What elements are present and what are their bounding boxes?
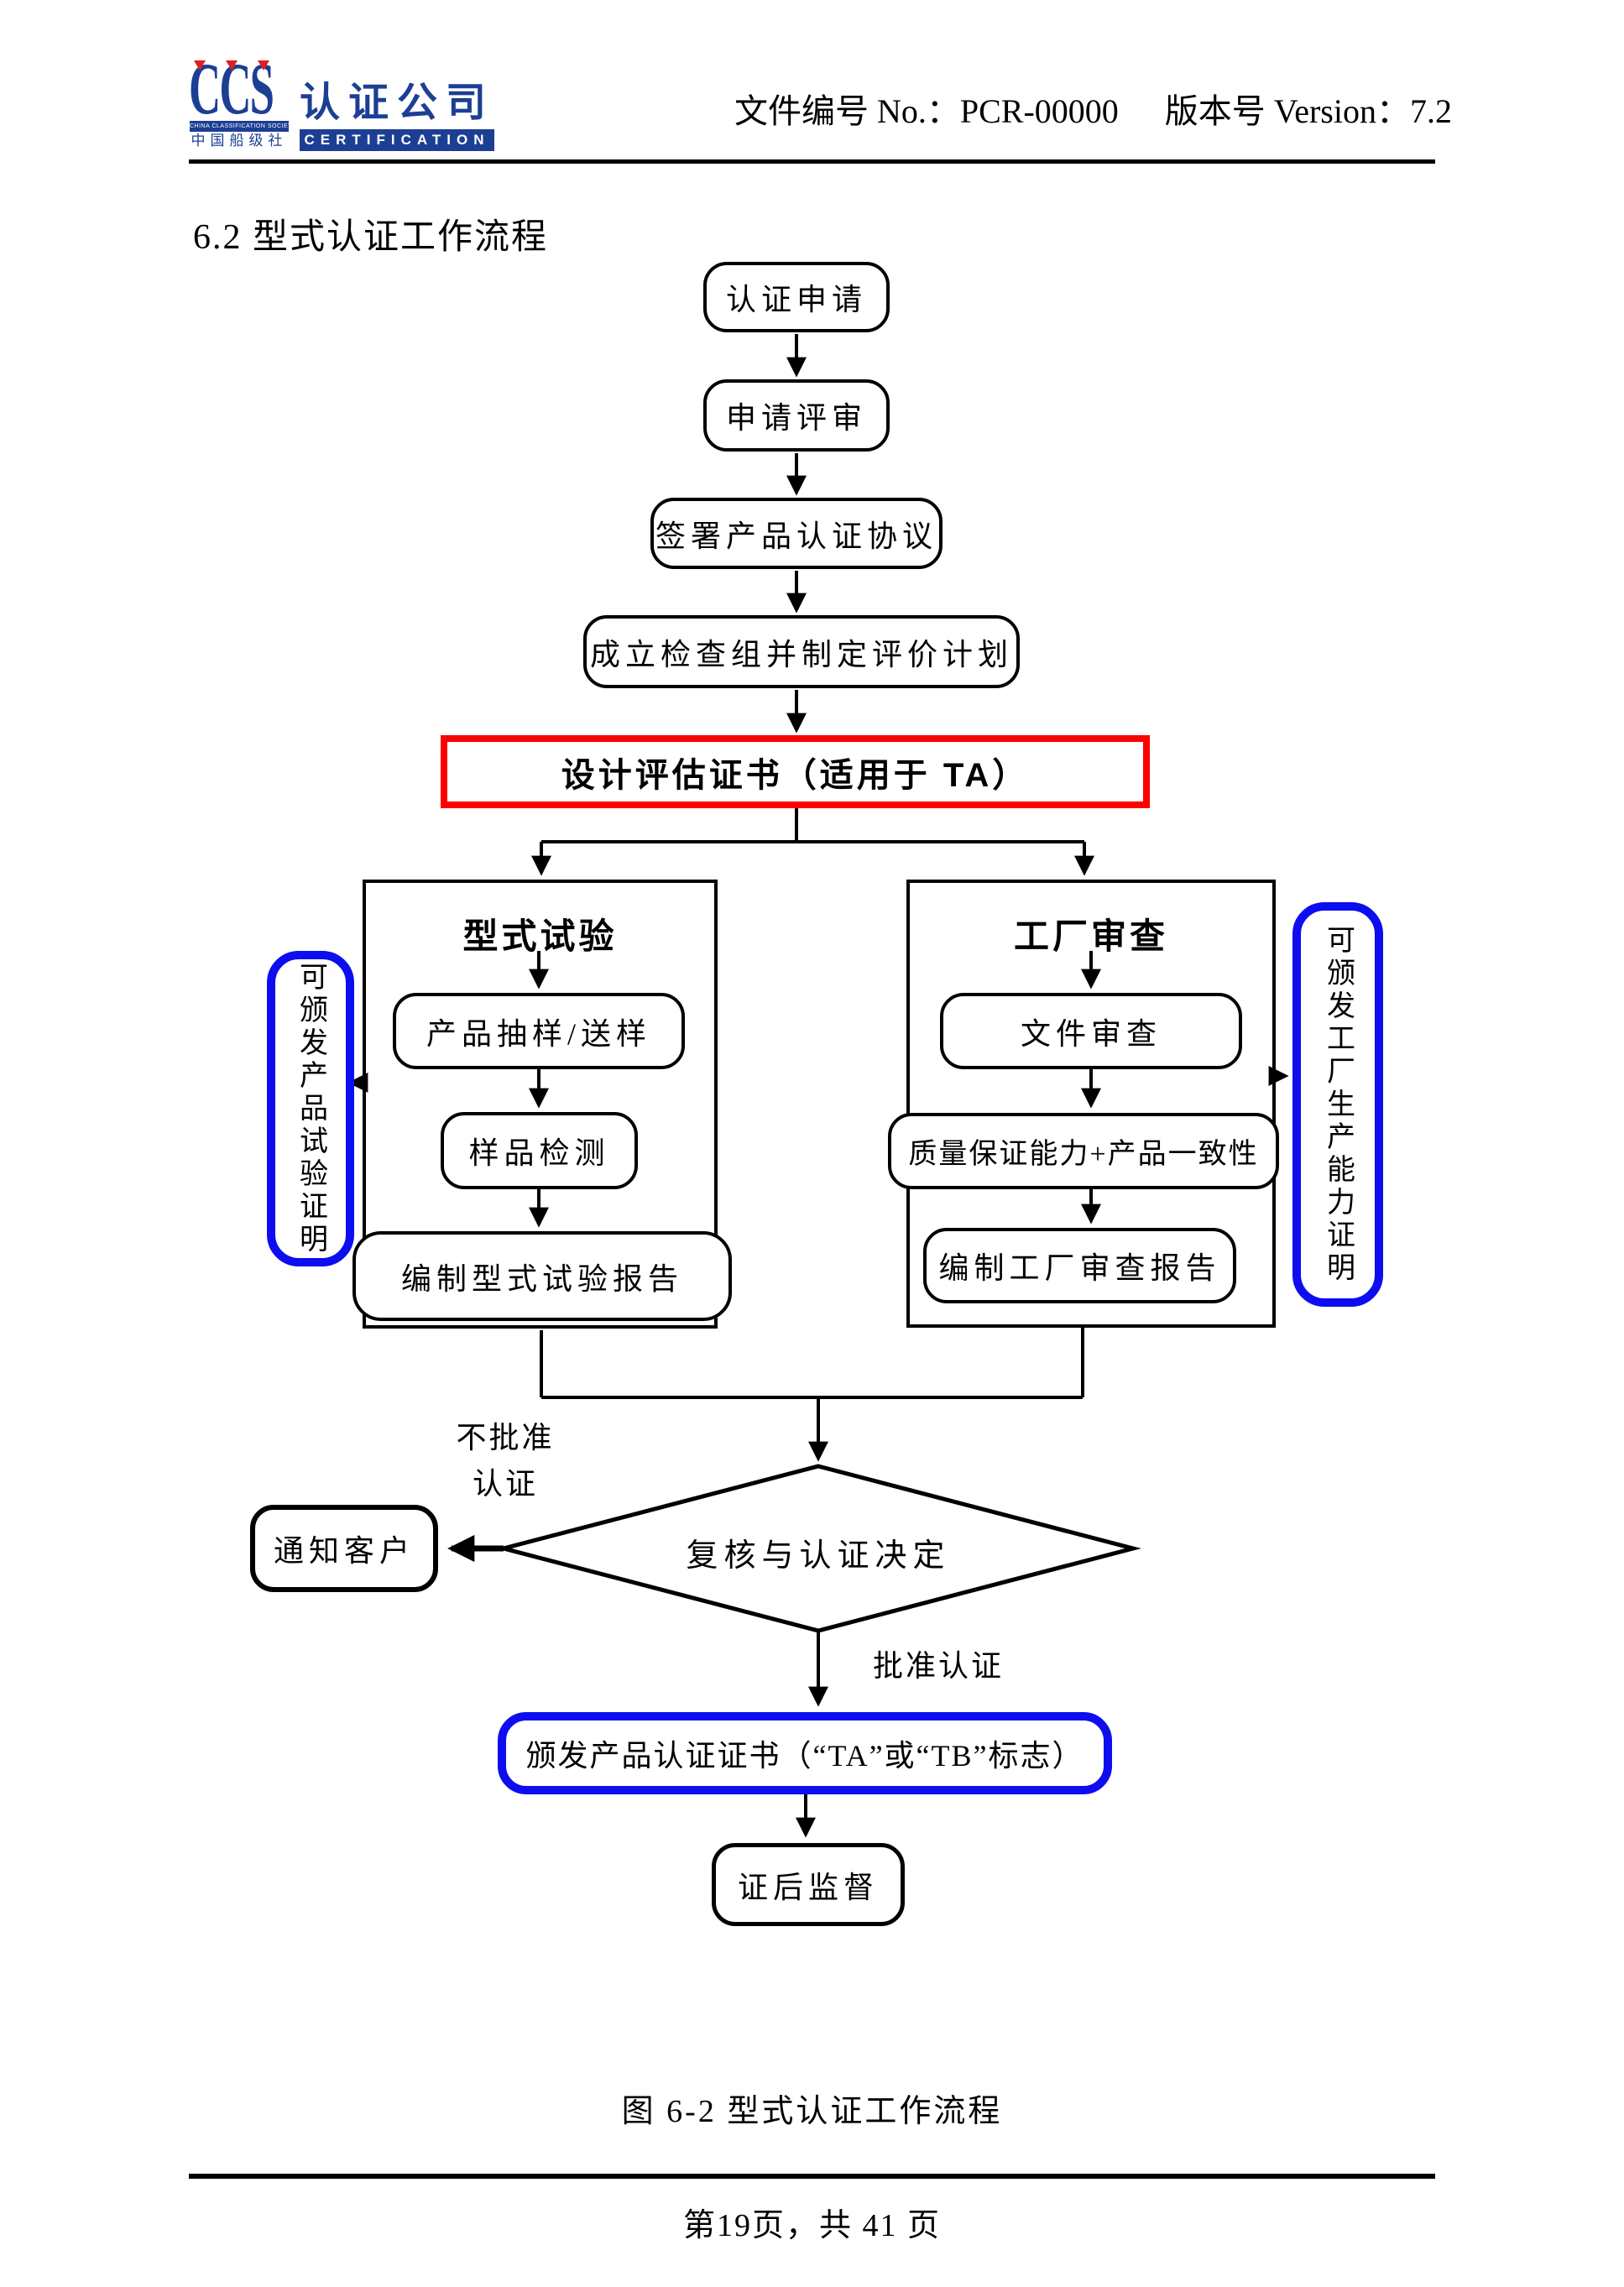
note-product-test-proof: 可颁发产品试验证明 [267, 951, 354, 1266]
decision-label: 复核与认证决定 [686, 1538, 951, 1574]
header-rule [189, 159, 1435, 164]
node-qa-consistency: 质量保证能力+产品一致性 [888, 1113, 1279, 1189]
ccs-red-accent-icon [226, 60, 238, 70]
brand-cn: 认证公司 [300, 81, 495, 125]
node-sample-testing: 样品检测 [441, 1112, 638, 1189]
ccs-red-accent-icon [258, 60, 269, 70]
label-reject-line1: 不批准 [456, 1421, 555, 1454]
footer-rule [189, 2174, 1435, 2179]
node-factory-audit-report: 编制工厂审查报告 [923, 1228, 1236, 1303]
doc-number: 文件编号 No.：PCR-00000 [734, 92, 1119, 130]
ccs-logo-right: 认证公司 CERTIFICATION [300, 60, 495, 151]
title-type-test: 型式试验 [462, 916, 618, 956]
note-factory-capability-proof: 可颁发工厂生产能力证明 [1292, 902, 1383, 1307]
node-sampling: 产品抽样/送样 [393, 993, 685, 1069]
figure-caption: 图 6-2 型式认证工作流程 [621, 2094, 1003, 2129]
page-number: 第19页，共 41 页 [682, 2208, 941, 2243]
container-factory-audit [906, 880, 1276, 1328]
node-notify-client: 通知客户 [250, 1505, 438, 1592]
doc-version: 版本号 Version：7.2 [1164, 92, 1452, 130]
title-factory-audit: 工厂审查 [1013, 916, 1168, 956]
ccs-wordmark: CCS [189, 53, 290, 127]
node-application-review: 申请评审 [703, 379, 890, 452]
header-meta: 文件编号 No.：PCR-00000 版本号 Version：7.2 [734, 84, 1452, 133]
node-issue-certificate: 颁发产品认证证书（“TA”或“TB”标志） [498, 1712, 1112, 1794]
node-doc-review: 文件审查 [940, 993, 1242, 1069]
decision-diamond [495, 1464, 1141, 1633]
label-reject: 不批准 认证 [430, 1415, 581, 1507]
society-en-bar: CHINA CLASSIFICATION SOCIETY [190, 121, 289, 132]
ccs-logo: CCS CHINA CLASSIFICATION SOCIETY 中国船级社 认… [189, 53, 495, 151]
note-product-test-proof-text: 可颁发产品试验证明 [295, 961, 326, 1256]
node-apply: 认证申请 [703, 262, 890, 332]
certification-bar: CERTIFICATION [300, 129, 495, 151]
container-type-test [363, 880, 718, 1329]
node-sign-agreement: 签署产品认证协议 [650, 498, 943, 569]
node-design-evaluation-cert: 设计评估证书（适用于 TA） [441, 735, 1150, 808]
node-post-surveillance: 证后监督 [712, 1843, 905, 1926]
label-approve: 批准认证 [873, 1649, 1005, 1683]
label-reject-line2: 认证 [472, 1467, 538, 1501]
note-factory-capability-proof-text: 可颁发工厂生产能力证明 [1322, 924, 1354, 1285]
ccs-logo-left: CCS CHINA CLASSIFICATION SOCIETY 中国船级社 [189, 53, 290, 151]
ccs-red-accent-icon [194, 60, 206, 70]
node-setup-team: 成立检查组并制定评价计划 [583, 615, 1020, 688]
node-type-test-report: 编制型式试验报告 [352, 1231, 732, 1321]
society-cn: 中国船级社 [191, 133, 288, 149]
section-title: 6.2 型式认证工作流程 [193, 218, 549, 257]
